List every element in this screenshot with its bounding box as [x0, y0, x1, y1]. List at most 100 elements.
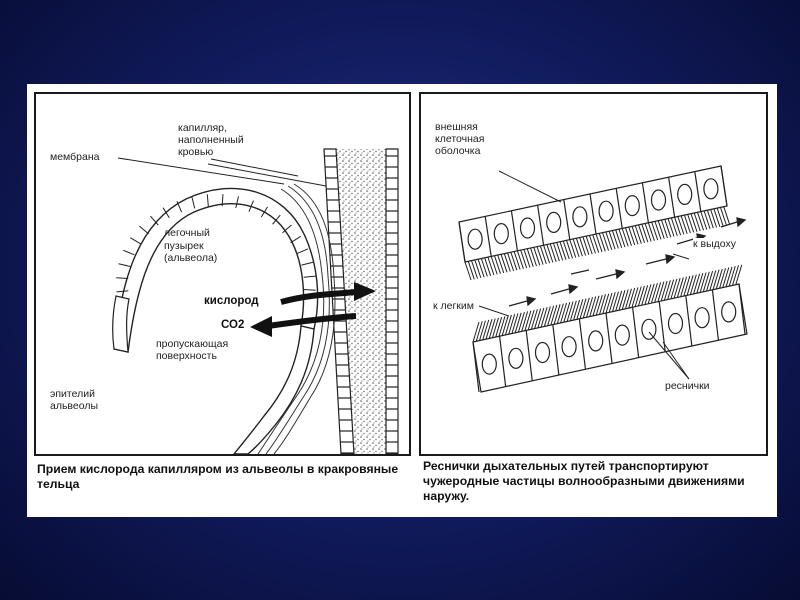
label-membrane: мембрана	[50, 151, 100, 163]
cilium	[475, 321, 483, 342]
cilium	[546, 244, 554, 263]
cilium	[549, 243, 557, 262]
cilium	[579, 237, 587, 256]
cilium	[479, 320, 486, 341]
alveola-wall-cells	[116, 194, 316, 293]
label-outer-2: клеточная	[435, 133, 485, 145]
cilium	[547, 305, 555, 326]
cilium	[618, 290, 626, 311]
cilium	[556, 242, 564, 261]
alveola-cell-divider	[118, 263, 131, 267]
cilium	[582, 297, 590, 319]
alveola-cell-divider	[296, 248, 309, 254]
cilium	[657, 281, 665, 302]
alveola-cell-divider	[282, 224, 292, 234]
cell-nucleus	[667, 312, 684, 335]
cell-nucleus	[694, 307, 710, 329]
cilium	[641, 285, 649, 306]
alveola-cell-divider	[303, 288, 316, 291]
cilium	[464, 261, 472, 281]
cilium	[713, 208, 721, 227]
cilium	[677, 216, 685, 235]
cilium	[490, 256, 498, 275]
cilium	[735, 264, 743, 285]
cell-divider	[589, 193, 597, 235]
label-co2: СО2	[221, 319, 245, 331]
cilium	[683, 214, 691, 234]
cilium	[638, 224, 646, 244]
cilium	[585, 235, 593, 255]
cilium	[488, 318, 496, 339]
cilium	[621, 289, 629, 310]
caption-cilia: Реснички дыхательных путей транспортирую…	[423, 459, 745, 503]
alveola-cell-divider	[206, 194, 209, 207]
cilium	[539, 245, 547, 265]
cell-divider	[632, 307, 640, 358]
cilium	[471, 260, 479, 279]
label-cilia: реснички	[665, 380, 710, 392]
cilium	[484, 257, 492, 276]
cilium	[723, 206, 731, 225]
cilium	[485, 319, 493, 340]
cilium	[644, 284, 652, 305]
cilium	[615, 290, 623, 312]
cell-divider	[552, 324, 560, 375]
cilium	[693, 273, 701, 295]
label-epithelium-2: альвеолы	[50, 400, 99, 412]
cilium	[697, 212, 704, 231]
cilium	[552, 242, 560, 262]
cilium	[588, 235, 596, 254]
cilium	[553, 304, 561, 325]
upper-cilia	[464, 206, 731, 281]
cilium	[710, 209, 718, 228]
cell-nucleus	[677, 183, 693, 206]
cell-nucleus	[561, 336, 577, 358]
cilium	[712, 269, 720, 290]
cilium	[719, 268, 727, 289]
cilium	[686, 275, 694, 296]
cilium	[605, 231, 613, 251]
right-leader-lines	[478, 170, 690, 380]
alveola-lower-wall	[233, 325, 315, 454]
cilium	[647, 222, 655, 241]
label-vesicle-1: легочный	[164, 227, 210, 239]
cilium	[654, 282, 662, 303]
cilium	[599, 294, 606, 315]
cilium	[618, 228, 626, 248]
cilium	[670, 217, 678, 237]
cell-divider	[694, 171, 702, 212]
label-capillary-1: капилляр,	[178, 122, 227, 134]
cilium	[615, 229, 623, 248]
cilium	[725, 266, 733, 287]
cilium	[687, 214, 695, 233]
cilium	[569, 300, 577, 321]
cilia-diagram-panel: внешняя клеточная оболочка к выдоху к ле…	[419, 92, 768, 456]
cilium	[709, 270, 717, 291]
alveola-cell-divider	[221, 194, 224, 207]
cilium	[472, 321, 480, 343]
cilium	[693, 212, 701, 232]
cell-divider	[563, 199, 571, 240]
upper-cell-layer	[458, 165, 728, 263]
lower-cilia	[472, 264, 743, 343]
cilium	[537, 307, 545, 328]
cilium	[680, 215, 688, 234]
cilium	[676, 277, 684, 298]
cilium	[543, 306, 551, 327]
cilium	[689, 274, 697, 295]
cilium	[560, 302, 568, 324]
cilium	[575, 238, 583, 257]
cilium	[516, 250, 524, 269]
cilium	[611, 230, 619, 249]
cilium	[703, 210, 711, 230]
alveola-cell-divider	[301, 261, 314, 266]
alveola-cell-divider	[116, 290, 129, 293]
cell-nucleus	[572, 206, 588, 228]
cilium	[631, 226, 639, 245]
cell-divider	[510, 210, 518, 251]
cell-nucleus	[641, 318, 657, 340]
cell-nucleus	[534, 341, 551, 364]
cilium	[634, 286, 642, 307]
label-to-lungs: к легким	[433, 300, 474, 312]
cilium	[576, 299, 584, 320]
